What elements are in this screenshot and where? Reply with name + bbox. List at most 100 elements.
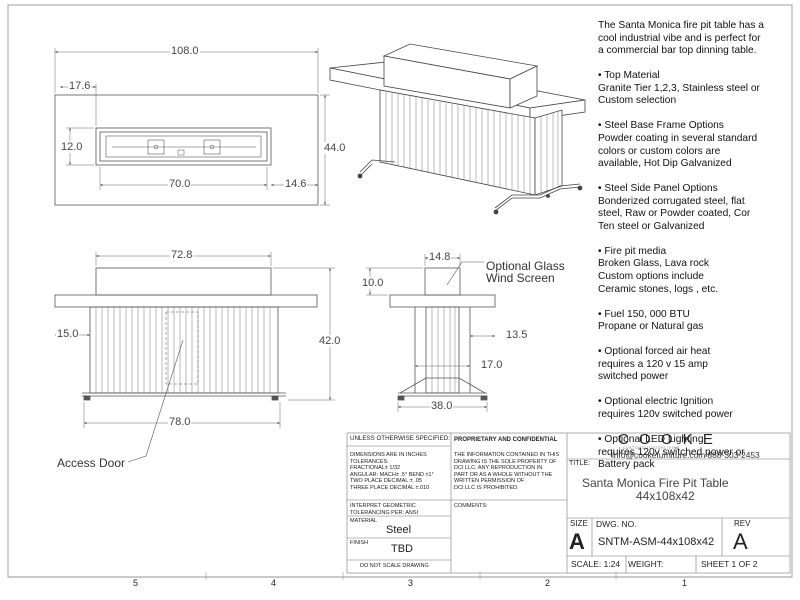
tb-title-line1: Santa Monica Fire Pit Table [582, 476, 729, 490]
tb-rev-label: REV [734, 519, 751, 528]
note-line: Battery pack [598, 459, 655, 471]
dim-leg-height: 17.0 [480, 359, 504, 371]
tb-comments: COMMENTS: [454, 503, 488, 509]
tb-material-label: MATERIAL [350, 518, 378, 524]
tb-title-line2: 44x108x42 [636, 489, 695, 503]
note-line: • Fire pit media [598, 245, 667, 257]
note-line: a commercial bar top dinning table. [598, 45, 757, 57]
company-logo: C O O K E [618, 431, 716, 448]
tb-size-label: SIZE [570, 519, 588, 528]
note-line: requires a 120 v 15 amp [598, 358, 708, 370]
dim-base-length: 78.0 [168, 416, 192, 428]
note-line: • Top Material [598, 70, 660, 82]
title-block-line: PART OR AS A WHOLE WITHOUT THE [454, 471, 553, 478]
dim-front-burner-length: 72.8 [170, 249, 194, 261]
company-contact: info@cookefurniture.com 888-303-2453 [612, 450, 760, 460]
dim-burner-width: 12.0 [60, 141, 84, 153]
note-line: • Steel Side Panel Options [598, 183, 718, 195]
dim-burner-length: 70.0 [168, 178, 192, 190]
company-tagline: C U S T O M O U T D O O R L I V I N G [623, 446, 680, 450]
title-block-line: INTERPRET GEOMETRIC [350, 503, 416, 509]
title-block [346, 432, 791, 574]
note-line: switched power [598, 371, 669, 383]
note-line: • Optional electric Ignition [598, 396, 714, 408]
zone-4: 4 [271, 578, 277, 588]
callout-glass-line1: Optional Glass [486, 259, 565, 273]
title-block-line: TWO PLACE DECIMAL ± .05 [350, 478, 422, 485]
tb-scale: SCALE: 1:24 [571, 559, 621, 569]
tb-dwg-no: SNTM-ASM-44x108x42 [598, 536, 715, 548]
dim-top-width: 44.0 [323, 142, 347, 154]
title-block-line: DRAWING IS THE SOLE PROPERTY OF [454, 458, 557, 465]
tb-sheet: SHEET 1 OF 2 [701, 559, 758, 569]
title-block-line: THREE PLACE DECIMAL ±.010 [350, 484, 430, 491]
note-line: • Optional LED Lighting [598, 433, 704, 445]
dim-front-overhang: 15.0 [56, 328, 80, 340]
note-line: available, Hot Dip Galvanized [598, 158, 732, 170]
note-line: Propane or Natural gas [598, 321, 704, 333]
callout-glass-line2: Wind Screen [486, 271, 555, 285]
title-block-line: THE INFORMATION CONTAINED IN THIS [454, 452, 560, 458]
tb-material: Steel [386, 524, 412, 536]
title-block-line: ANGULAR: MACH± .5° BEND ±1° [350, 471, 434, 478]
note-line: Custom selection [598, 95, 677, 107]
dim-side-base-width: 38.0 [430, 400, 454, 412]
note-line: colors or custom colors are [598, 145, 721, 157]
dim-side-overhang: 13.5 [505, 329, 529, 341]
title-block-line: FRACTIONAL± 1/32 [350, 465, 401, 472]
zone-2: 2 [545, 578, 551, 588]
note-line: • Fuel 150, 000 BTU [598, 308, 690, 320]
zone-1: 1 [682, 578, 688, 588]
dim-top-length: 108.0 [170, 45, 200, 57]
isometric-view [329, 43, 586, 215]
note-line: Granite Tier 1,2,3, Stainless steel or [598, 82, 760, 94]
title-block-line: DCI LLC. ANY REPRODUCTION IN [454, 465, 543, 472]
dim-top-offset: 17.6 [68, 80, 92, 92]
zone-5: 5 [133, 578, 139, 588]
tb-finish: TBD [391, 543, 413, 555]
title-block-line: DCI LLC IS PROHIBITED. [454, 484, 519, 491]
title-block-line: TOLERANCING PER: ANSI [350, 509, 419, 516]
dim-burner-offset: 14.6 [284, 178, 308, 190]
zone-3: 3 [408, 578, 414, 588]
note-line: Ceramic stones, logs , etc. [598, 283, 719, 295]
note-line: requires 120v switched power [598, 408, 733, 420]
note-line: cool industrial vibe and is perfect for [598, 32, 761, 44]
title-block-line: DIMENSIONS ARE IN INCHES [350, 452, 427, 458]
side-view [366, 254, 496, 412]
dim-side-burner-width: 14.8 [428, 251, 452, 263]
note-line: The Santa Monica fire pit table has a [598, 20, 764, 31]
tb-proprietary-title: PROPRIETARY AND CONFIDENTIAL [454, 437, 558, 443]
title-block-line: TOLERANCES: [350, 458, 389, 465]
note-line: • Steel Base Frame Options [598, 120, 724, 132]
tb-do-not-scale: DO NOT SCALE DRAWING [360, 563, 429, 569]
note-line: Custom options include [598, 271, 704, 283]
note-line: Bonderized corrugated steel, flat [598, 195, 745, 207]
note-line: requires 120v switched power or [598, 446, 745, 458]
title-block-line: WRITTEN PERMISSION OF [454, 478, 525, 485]
dim-glass-height: 10.0 [361, 277, 385, 289]
front-view [54, 252, 335, 463]
note-line: steel, Raw or Powder coated, Cor [598, 208, 751, 220]
tb-title-label: TITLE: [569, 460, 591, 467]
tb-weight: WEIGHT: [628, 559, 664, 569]
note-line: • Optional forced air heat [598, 346, 711, 358]
note-line: Ten steel or Galvanized [598, 220, 705, 232]
tb-dwg-label: DWG. NO. [596, 519, 637, 529]
note-line: Broken Glass, Lava rock [598, 258, 709, 270]
tb-size: A [569, 529, 585, 554]
tb-unless-specified: UNLESS OTHERWISE SPECIFIED: [350, 435, 450, 442]
